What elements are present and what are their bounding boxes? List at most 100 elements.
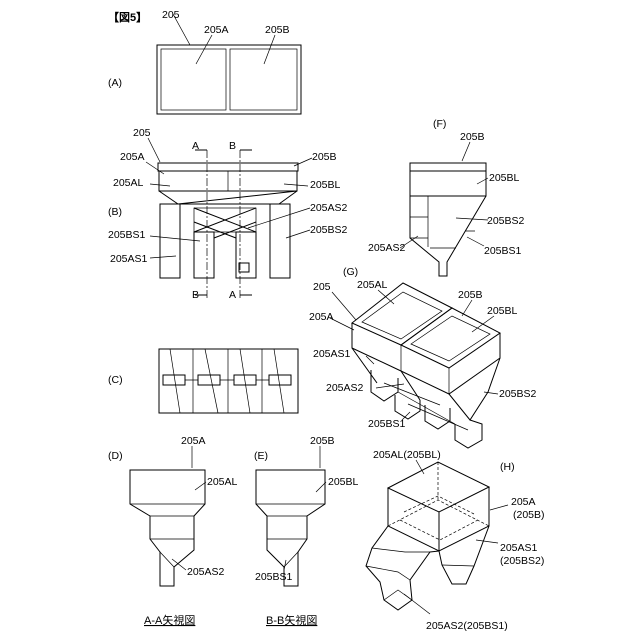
panel-e-inner-edges — [256, 504, 325, 567]
label-205b: 205B — [460, 131, 485, 143]
caption-b-b-view: B-B矢視図 — [266, 613, 317, 627]
label-205bl: 205BL — [489, 172, 520, 184]
section-mark-a-bottom: A — [229, 289, 236, 301]
panel-g-wall-edges — [401, 345, 449, 394]
label-205b: 205B — [458, 289, 483, 301]
label-205b: (205B) — [513, 509, 545, 521]
panel-g-chute-205bs2 — [455, 420, 482, 448]
panel-f-upper-bin — [410, 171, 486, 196]
label-205bs1: 205BS1 — [255, 571, 293, 583]
panel-h-duct-edges — [366, 548, 430, 600]
panel-b-chute-205bs1 — [194, 232, 214, 278]
panel-c-dividers — [193, 349, 262, 413]
label-205as2: 205AS2 — [326, 382, 364, 394]
label-205bs1: 205BS1 — [108, 229, 146, 241]
leader-line — [366, 356, 374, 364]
panel-b-crossing-ducts — [194, 208, 256, 238]
leader-line — [146, 162, 164, 174]
label-205as2-205bs1: 205AS2(205BS1) — [426, 620, 508, 632]
label-205a: 205A — [511, 496, 536, 508]
panel-h-box-walls — [388, 487, 489, 551]
label-205bl: 205BL — [487, 305, 518, 317]
panel-h-single-unit-view: (H) 205AL(205BL) 205A (205B) 205AS1 (205… — [366, 449, 545, 632]
label-205al-205bl: 205AL(205BL) — [373, 449, 441, 461]
panel-a-compartment-205b — [230, 49, 297, 110]
panel-c-outlet-2 — [198, 375, 220, 385]
leader-line — [330, 318, 354, 330]
leader-line — [150, 184, 170, 186]
panel-f-hopper — [410, 196, 486, 276]
leader-line — [150, 256, 176, 258]
panel-a-top-view: (A) 205 205A 205B — [108, 9, 301, 114]
label-205bl: 205BL — [310, 179, 341, 191]
panel-b-outlet — [239, 263, 249, 272]
label-205bs2: (205BS2) — [500, 555, 544, 567]
panel-b-lid — [158, 163, 298, 171]
panel-c-label: (C) — [108, 374, 123, 386]
panel-a-compartment-205a — [161, 49, 226, 110]
panel-g-label: (G) — [343, 266, 358, 278]
panel-h-label: (H) — [500, 461, 515, 473]
label-205as1: 205AS1 — [110, 253, 148, 265]
leader-line — [462, 142, 470, 161]
label-205a: 205A — [309, 311, 334, 323]
panel-d-section-a-a: (D) 205A 205AL 205AS2 A-A矢視図 — [108, 435, 238, 627]
panel-g-isometric-view: (G) 205 205AL 205A 205B 205BL 205AS1 205… — [309, 266, 537, 448]
label-205as1: 205AS1 — [313, 348, 351, 360]
leader-line — [294, 158, 312, 166]
leader-line — [150, 236, 200, 241]
label-205bs1: 205BS1 — [484, 245, 522, 257]
leader-line — [248, 208, 310, 228]
panel-e-section-b-b: (E) 205B 205BL 205BS1 B-B矢視図 — [254, 435, 359, 627]
label-205bs2: 205BS2 — [487, 215, 525, 227]
leader-line — [467, 237, 484, 246]
panel-b-funnel — [159, 191, 297, 204]
panel-h-box-top — [388, 462, 489, 512]
label-205as2: 205AS2 — [310, 202, 348, 214]
section-mark-a-top: A — [192, 140, 199, 152]
panel-f-inner-edges — [410, 196, 475, 248]
panel-b-label: (B) — [108, 206, 122, 218]
panel-g-chute-205bs1 — [395, 395, 420, 419]
panel-e-outline — [256, 470, 325, 586]
caption-a-a-view: A-A矢視図 — [144, 613, 195, 627]
label-205as2: 205AS2 — [368, 242, 406, 254]
panel-e-label: (E) — [254, 450, 268, 462]
label-205b: 205B — [265, 24, 290, 36]
panel-f-label: (F) — [433, 118, 446, 130]
label-205al: 205AL — [113, 177, 144, 189]
panel-b-front-view: (B) A B B A 205 205A 2 — [108, 127, 348, 301]
label-205: 205 — [313, 281, 331, 293]
panel-d-label: (D) — [108, 450, 123, 462]
panel-c-slope-edges — [170, 349, 284, 413]
label-205as1: 205AS1 — [500, 542, 538, 554]
section-mark-b-bottom: B — [192, 289, 199, 301]
label-205a: 205A — [120, 151, 145, 163]
label-205b: 205B — [312, 151, 337, 163]
label-205: 205 — [162, 9, 180, 21]
label-205: 205 — [133, 127, 151, 139]
leader-line — [332, 292, 356, 320]
leader-line — [484, 392, 498, 394]
panel-f-lid — [410, 163, 486, 171]
panel-a-label: (A) — [108, 77, 122, 89]
panel-b-section-arrows — [195, 150, 252, 295]
leader-line — [148, 138, 160, 162]
label-205bl: 205BL — [328, 476, 359, 488]
label-205bs1: 205BS1 — [368, 418, 406, 430]
label-205al: 205AL — [207, 476, 238, 488]
panel-f-side-view: (F) 205B 205BL 205BS2 205AS2 205BS1 — [368, 118, 525, 276]
leader-line — [284, 184, 308, 186]
label-205al: 205AL — [357, 279, 388, 291]
panel-c-bottom-view: (C) — [108, 349, 298, 413]
label-205as2: 205AS2 — [187, 566, 225, 578]
label-205b: 205B — [310, 435, 335, 447]
label-205bs2: 205BS2 — [310, 224, 348, 236]
leader-line — [472, 316, 494, 332]
leader-line — [264, 35, 275, 64]
figure-title: 【図5】 — [108, 10, 147, 24]
label-205a: 205A — [181, 435, 206, 447]
leader-line — [404, 594, 430, 614]
leader-line — [462, 300, 472, 316]
